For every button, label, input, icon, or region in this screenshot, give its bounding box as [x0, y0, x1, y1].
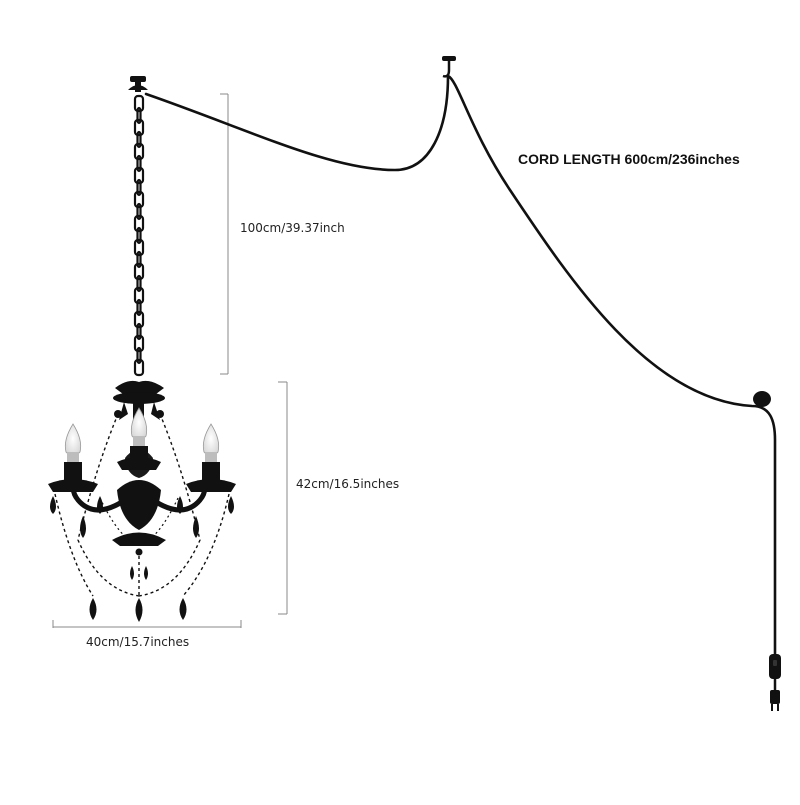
swag-hook-icon	[442, 56, 456, 78]
inline-switch-icon	[769, 654, 781, 690]
chain-link	[133, 310, 145, 329]
wall-mount-icon	[753, 391, 771, 407]
chain-link	[136, 154, 142, 173]
cord-length-label: CORD LENGTH 600cm/236inches	[518, 151, 740, 167]
chain-length-label: 100cm/39.37inch	[240, 221, 345, 235]
chain-link	[133, 238, 145, 257]
plug-icon	[770, 690, 780, 711]
hanging-chain	[133, 94, 145, 377]
fixture-width-label: 40cm/15.7inches	[86, 635, 190, 649]
chain-link	[136, 346, 142, 365]
fixture-height-label: 42cm/16.5inches	[296, 477, 400, 491]
chain-link	[136, 178, 142, 197]
chain-link	[136, 202, 142, 221]
fixture-width-dimension-line	[52, 620, 242, 628]
chain-link	[133, 334, 145, 353]
chain-link	[136, 274, 142, 293]
chain-link	[136, 130, 142, 149]
ceiling-canopy-icon	[128, 76, 148, 92]
chandelier-icon	[48, 380, 236, 622]
chain-link	[136, 106, 142, 125]
chain-link	[133, 358, 145, 377]
chain-link	[136, 226, 142, 245]
chain-link	[133, 214, 145, 233]
chain-link	[133, 166, 145, 185]
chain-link	[133, 142, 145, 161]
chain-link	[136, 298, 142, 317]
chain-link	[136, 322, 142, 341]
chain-link	[133, 118, 145, 137]
chain-length-dimension-line	[220, 93, 229, 375]
chain-link	[133, 286, 145, 305]
chain-link	[133, 94, 145, 113]
fixture-height-dimension-line	[278, 381, 288, 615]
chain-link	[133, 190, 145, 209]
chain-link	[133, 262, 145, 281]
chain-link	[136, 250, 142, 269]
power-cord	[144, 74, 777, 662]
